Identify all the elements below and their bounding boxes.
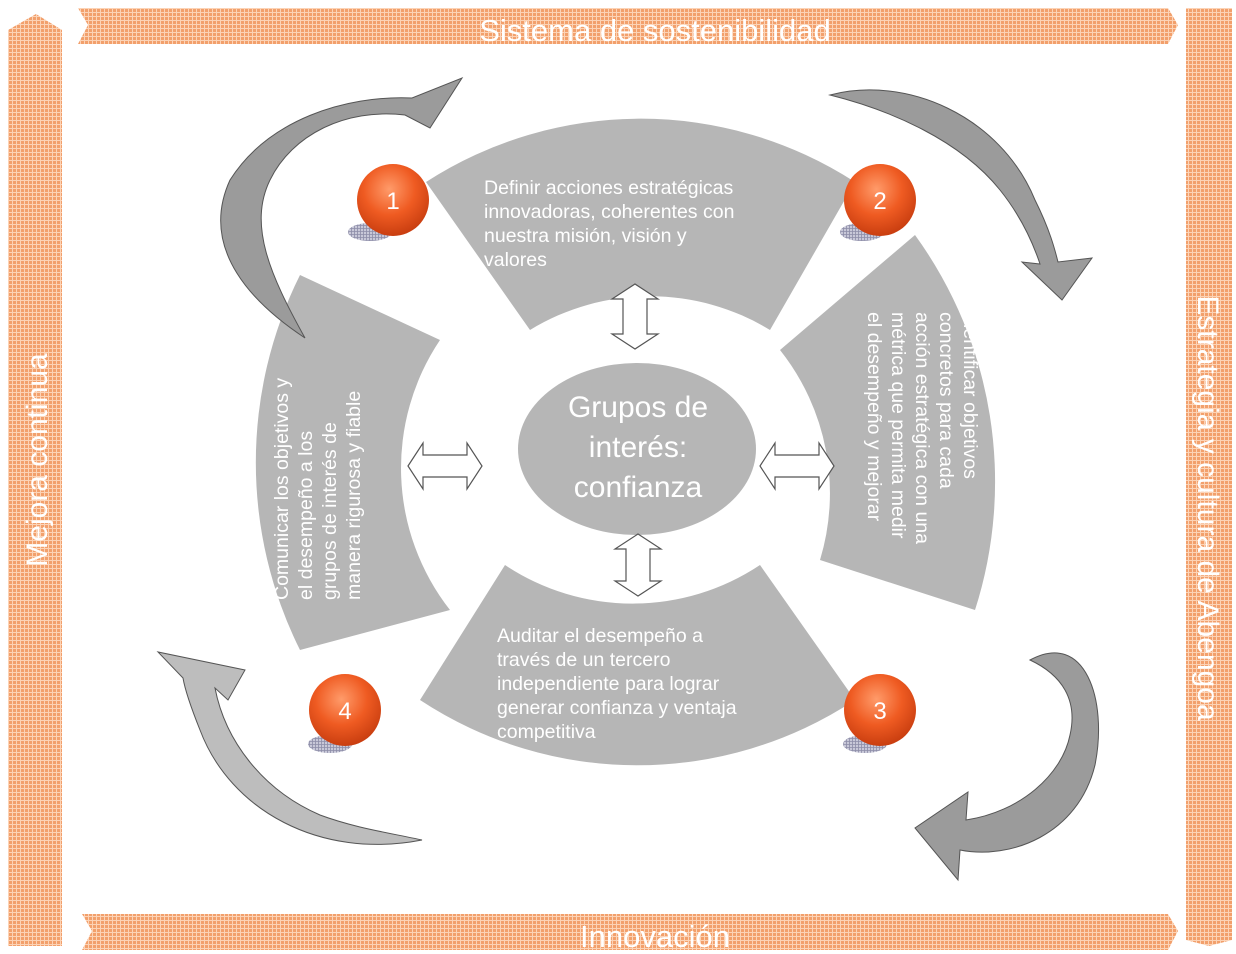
sector-top-line-2: innovadoras, coherentes con [484, 201, 735, 223]
step-badge-3: 3 [843, 674, 916, 753]
sector-bottom-text: Auditar el desempeño a través de un terc… [497, 624, 737, 744]
sector-left-line-1: Comunicar los objetivos y [271, 377, 293, 600]
sector-right-line-3: acción estratégica con una [911, 312, 933, 544]
sector-right-line-1: Identificar objetivos [959, 312, 981, 479]
step-number-1: 1 [386, 188, 399, 215]
sector-right-line-5: el desempeño y mejorar [863, 312, 885, 522]
sector-top-line-1: Definir acciones estratégicas [484, 177, 734, 199]
sector-top [426, 118, 855, 330]
sector-right [780, 235, 996, 610]
sector-bottom-line-3: independiente para lograr [497, 673, 720, 695]
sector-right-line-4: métrica que permita medir [887, 312, 909, 539]
sector-top-line-3: nuestra misión, visión y [484, 225, 687, 247]
center-line-3: confianza [573, 471, 703, 504]
frame-band-bottom [82, 914, 1178, 950]
curved-arrow-bottom-right [914, 652, 1100, 882]
center-label: Grupos de interés: confianza [520, 388, 756, 508]
frame-bottom-label: Innovación [580, 919, 730, 954]
sector-left [255, 275, 450, 650]
center-line-2: interés: [588, 431, 688, 464]
double-arrow-right [759, 440, 835, 492]
sector-left-line-3: grupos de interés de [319, 422, 341, 600]
double-arrow-bottom [612, 533, 664, 597]
sector-bottom-line-4: generar confianza y ventaja [497, 697, 737, 719]
sector-left-line-4: manera rigurosa y fiable [343, 390, 365, 600]
step-badge-1: 1 [348, 164, 429, 241]
frame-right-label: Estrategia y cultura de Abengoa [1191, 295, 1224, 721]
frame-left-label: Mejora continua [21, 353, 54, 567]
sector-bottom-line-5: competitiva [497, 721, 596, 743]
sector-left-line-2: el desempeño a los [295, 430, 317, 600]
frame-band-top [78, 8, 1178, 44]
frame-top-label: Sistema de sostenibilidad [479, 13, 831, 48]
frame-band-left [8, 14, 62, 946]
curved-arrow-top-left [220, 76, 464, 339]
sector-left-text: Comunicar los objetivos y el desempeño a… [270, 378, 366, 600]
frame-band-right [1186, 8, 1232, 946]
sector-right-text: Identificar objetivos concretos para cad… [862, 312, 982, 544]
sector-bottom-line-2: través de un tercero [497, 649, 671, 671]
center-ellipse [518, 363, 756, 535]
sector-right-line-2: concretos para cada [935, 312, 957, 489]
step-badge-2: 2 [840, 164, 916, 241]
step-badge-4: 4 [308, 674, 381, 753]
step-number-2: 2 [873, 188, 886, 215]
curved-arrow-bottom-left [156, 651, 423, 845]
curved-arrow-top-right [829, 89, 1094, 301]
center-line-1: Grupos de [567, 391, 709, 424]
step-number-4: 4 [338, 698, 351, 725]
double-arrow-top [609, 283, 661, 350]
sector-top-line-4: valores [484, 249, 547, 271]
sector-bottom-line-1: Auditar el desempeño a [497, 625, 703, 647]
double-arrow-left [407, 440, 483, 492]
step-number-3: 3 [873, 698, 886, 725]
sector-bottom [420, 565, 855, 766]
sector-top-text: Definir acciones estratégicas innovadora… [484, 176, 734, 272]
